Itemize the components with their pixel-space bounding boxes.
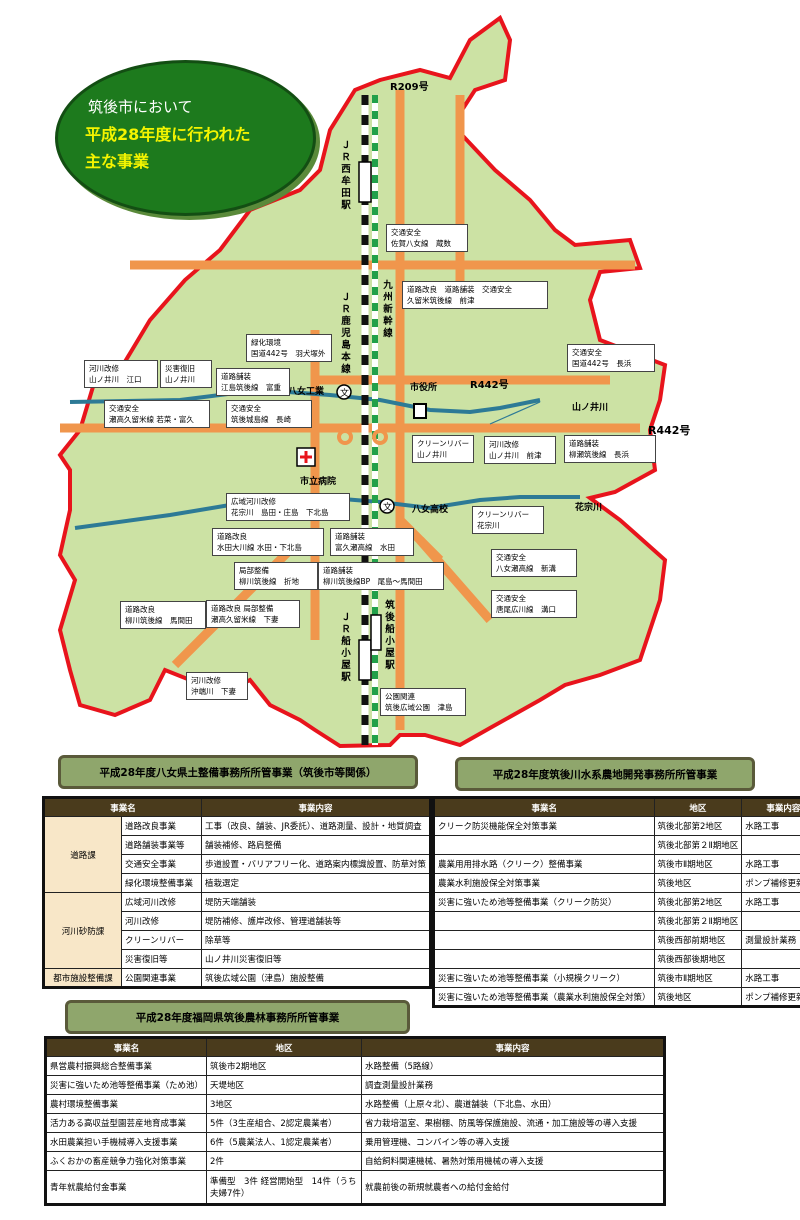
map-label: 交通安全筑後城島線 長崎 bbox=[226, 400, 312, 428]
map-label: 道路改良柳川筑後線 馬間田 bbox=[120, 601, 206, 629]
map-label: 交通安全八女瀬高線 新溝 bbox=[491, 549, 577, 577]
map-label: 交通安全佐賀八女線 蔵数 bbox=[386, 224, 468, 252]
river-arrow bbox=[489, 401, 541, 425]
map-label: 災害復旧山ノ井川 bbox=[160, 360, 212, 388]
table-row: 県営農村振興総合整備事業筑後市2期地区水路整備（5路線） bbox=[44, 1056, 665, 1076]
map-label: 河川改修沖端川 下妻 bbox=[186, 672, 248, 700]
map-label: 交通安全瀬高久留米線 若菜・富久 bbox=[104, 400, 210, 428]
school-icon-yame-kogyo bbox=[336, 384, 352, 400]
road-label-r209: R209号 bbox=[390, 82, 429, 93]
title-line2: 平成28年度に行われた bbox=[85, 125, 251, 144]
table-row: 河川改修堤防補修、護岸改修、管理道舗装等 bbox=[44, 911, 432, 931]
map-label: クリーンリバー山ノ井川 bbox=[412, 435, 474, 463]
label-yame-kogyo: 八女工業 bbox=[288, 387, 325, 397]
school-icon-yame-koko bbox=[379, 498, 395, 514]
map-label: 道路舗装江島筑後線 富重 bbox=[216, 368, 290, 396]
label-hospital: 市立病院 bbox=[300, 477, 337, 487]
table-row: 農業水利施設保全対策事業筑後地区ポンプ補修更新工事 bbox=[433, 873, 800, 893]
t3-header-content: 事業内容 bbox=[361, 1037, 665, 1057]
station-funagoya-shinkansen bbox=[370, 614, 382, 651]
title-line3: 主な事業 bbox=[85, 152, 150, 171]
river-yamanoi bbox=[69, 387, 541, 415]
rail-label-chikugo-funagoya: 筑後船小屋駅 bbox=[385, 600, 395, 671]
table-row: クリーク防災機能保全対策事業筑後北部第2地区水路工事 bbox=[433, 816, 800, 836]
svg-text:文: 文 bbox=[383, 501, 392, 513]
table-chikugo-agri: 事業名地区事業内容 県営農村振興総合整備事業筑後市2期地区水路整備（5路線） 災… bbox=[44, 1036, 666, 1206]
table-row: 青年就農給付金事業準備型 3件 経営開始型 14件（うち夫婦7件）就農前後の新規… bbox=[44, 1170, 665, 1205]
table-row: 河川砂防課広域河川改修堤防天端舗装 bbox=[43, 892, 432, 969]
rail-label-jr-nishimuta: ＪＲ西牟田駅 bbox=[341, 140, 351, 211]
road-label-r442: R442号 bbox=[470, 380, 509, 391]
t2-header-area: 地区 bbox=[653, 797, 743, 817]
river-hanamune bbox=[74, 495, 580, 530]
map-label: 緑化環境国道442号 羽犬塚外 bbox=[246, 334, 332, 362]
map-label: 交通安全唐尾広川線 溝口 bbox=[491, 590, 577, 618]
label-yame-koko: 八女高校 bbox=[412, 505, 449, 515]
title-line1: 筑後市において bbox=[88, 98, 193, 116]
table-row: 災害に強いため池等整備事業（農業水利施設保全対策）筑後地区ポンプ補修更新工事 bbox=[433, 987, 800, 1007]
banner-table3: 平成28年度福岡県筑後農林事務所所管事業 bbox=[65, 1000, 410, 1034]
map-label: 道路改良 道路舗装 交通安全久留米筑後線 前津 bbox=[402, 281, 548, 309]
road-south-east bbox=[396, 516, 444, 564]
label-yamanoi-river: 山ノ井川 bbox=[572, 403, 609, 413]
map-label: 道路改良 局部整備瀬高久留米線 下妻 bbox=[206, 600, 300, 628]
title-oval bbox=[55, 60, 316, 216]
t1-header-name: 事業名 bbox=[43, 797, 202, 817]
t2-header-name: 事業名 bbox=[433, 797, 655, 817]
map-label: 公園関連筑後広域公園 津島 bbox=[380, 688, 466, 716]
table-row: 農業用用排水路（クリーク）整備事業筑後市Ⅱ期地区水路工事 bbox=[433, 854, 800, 874]
table-row: 筑後西部後期地区 bbox=[433, 949, 800, 969]
map-label: 道路舗装柳川筑後線BP 尾島～馬間田 bbox=[318, 562, 444, 590]
t1-header-content: 事業内容 bbox=[200, 797, 432, 817]
t3-header-name: 事業名 bbox=[44, 1037, 208, 1057]
table-chikugogawa: 事業名地区事業内容 クリーク防災機能保全対策事業筑後北部第2地区水路工事 筑後北… bbox=[432, 796, 800, 1008]
table-yame-civil: 事業名事業内容 道路課道路改良事業工事（改良、舗装、JR委託）、道路測量、設計・… bbox=[42, 796, 432, 989]
map-label: 交通安全国道442号 長浜 bbox=[567, 344, 655, 372]
svg-text:文: 文 bbox=[340, 387, 349, 399]
table-row: 災害に強いため池等整備事業（小規模クリーク）筑後市Ⅱ期地区水路工事 bbox=[433, 968, 800, 988]
table-row: 筑後西部前期地区測量設計業務 bbox=[433, 930, 800, 950]
banner-table2: 平成28年度筑後川水系農地開発事務所所管事業 bbox=[455, 757, 755, 791]
rail-label-jr-funagoya: ＪＲ船小屋駅 bbox=[341, 612, 351, 683]
road-label-r442-main: R442号 bbox=[648, 424, 691, 437]
table-row: 筑後北部第２Ⅱ期地区 bbox=[433, 835, 800, 855]
map-label: 広域河川改修花宗川 島田・庄島 下北島 bbox=[226, 493, 350, 521]
table-row: クリーンリバー除草等 bbox=[44, 930, 432, 950]
table-row: 都市施設整備課公園関連事業筑後広域公園（津島）施設整備 bbox=[43, 968, 432, 988]
t2-header-content: 事業内容 bbox=[741, 797, 800, 817]
map-label: 河川改修山ノ井川 前津 bbox=[484, 436, 556, 464]
banner-table1: 平成28年度八女県土整備事務所所管事業（筑後市等関係） bbox=[58, 755, 418, 789]
map-label: クリーンリバー花宗川 bbox=[472, 506, 544, 534]
map-label: 道路舗装富久瀬高線 水田 bbox=[330, 528, 414, 556]
table-row: 災害復旧等山ノ井川災害復旧等 bbox=[44, 949, 432, 969]
table-row: 災害に強いため池等整備事業（ため池）天堤地区調査測量設計業務 bbox=[44, 1075, 665, 1095]
table-row: 災害に強いため池等整備事業（クリーク防災）筑後北部第2地区水路工事 bbox=[433, 892, 800, 912]
station-funagoya-jr bbox=[358, 639, 372, 681]
map-label: 局部整備柳川筑後線 折地 bbox=[234, 562, 318, 590]
map-label: 道路改良水田大川線 水田・下北島 bbox=[212, 528, 324, 556]
label-city-hall: 市役所 bbox=[410, 383, 438, 393]
t3-header-area: 地区 bbox=[206, 1037, 363, 1057]
table-row: 筑後北部第２Ⅱ期地区 bbox=[433, 911, 800, 931]
station-nishimuta bbox=[358, 161, 372, 203]
map-label: 道路舗装柳瀬筑後線 長浜 bbox=[564, 435, 656, 463]
rail-label-shinkansen: 九州新幹線 bbox=[383, 280, 393, 339]
rail-label-jr-kagoshima: ＪＲ鹿児島本線 bbox=[341, 292, 351, 375]
map-label: 河川改修山ノ井川 江口 bbox=[84, 360, 158, 388]
table-row: 道路課道路改良事業工事（改良、舗装、JR委託）、道路測量、設計・地質調査 bbox=[43, 816, 432, 893]
label-hanamune-river: 花宗川 bbox=[575, 503, 603, 513]
city-hall-icon bbox=[413, 403, 427, 419]
